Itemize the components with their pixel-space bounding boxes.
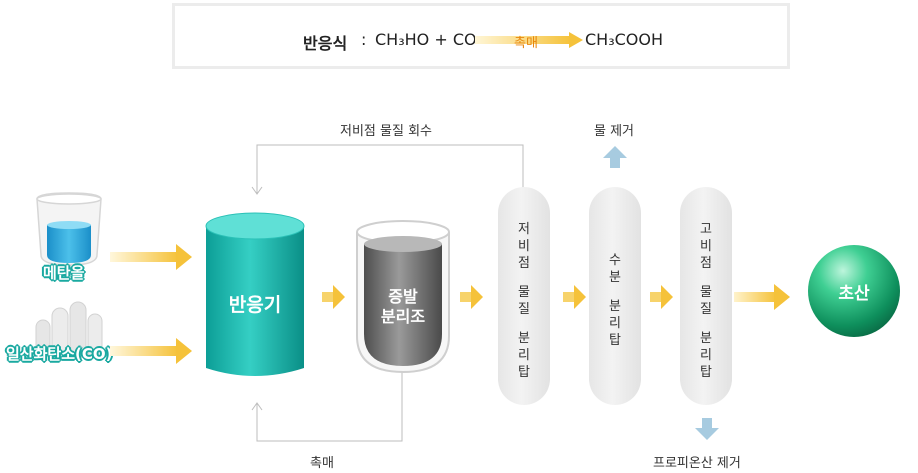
water-char-3: 분 [609, 299, 621, 314]
high-boiling-char-0: 고 [700, 222, 712, 237]
high-boiling-char-7: 분 [700, 331, 712, 346]
low-boiling-char-4: 물 [518, 285, 530, 300]
high-boiling-column-label: 고 비 점 물 질 분 리 탑 [680, 221, 732, 381]
equation-arrow-icon [475, 32, 583, 48]
equation-catalyst: 촉매 [514, 36, 538, 51]
methanol-feed-arrow-icon [110, 244, 192, 270]
low-boiling-char-1: 비 [518, 239, 530, 254]
equation-colon: : [361, 30, 367, 49]
evaporator-label-line2: 분리조 [380, 307, 426, 326]
arrow-to-water-column-icon [563, 285, 586, 309]
propionic-removal-label: 프로피온산 제거 [653, 456, 741, 471]
water-char-5: 탑 [609, 333, 621, 348]
reaction-equation-box: 반응식 : CH₃HO + CO 촉매 CH₃COOH [172, 3, 790, 69]
arrow-evaporator-to-column-icon [460, 285, 483, 309]
high-boiling-char-2: 점 [700, 256, 712, 271]
water-char-4: 리 [609, 316, 621, 331]
methanol-label: 메탄올 [43, 264, 85, 282]
low-boiling-char-7: 분 [518, 331, 530, 346]
high-boiling-char-8: 리 [700, 348, 712, 363]
co-feed-arrow-icon [110, 338, 192, 364]
water-column-label: 수 분 분 리 탑 [589, 252, 641, 349]
water-removal-arrow-icon [603, 146, 627, 168]
high-boiling-char-1: 비 [700, 239, 712, 254]
evaporator-label-line1: 증발 [388, 287, 418, 306]
acetic-acid-label: 초산 [838, 284, 870, 304]
acetic-acid-sphere-icon [808, 245, 900, 337]
low-boiling-column: 저 비 점 물 질 분 리 탑 [498, 187, 550, 405]
high-boiling-column: 고 비 점 물 질 분 리 탑 [680, 187, 732, 405]
high-boiling-char-4: 물 [700, 285, 712, 300]
co-tanks-icon [35, 301, 103, 359]
reactor-vessel [205, 212, 305, 376]
equation-product: CH₃COOH [585, 30, 664, 49]
reactor-label: 반응기 [228, 294, 282, 316]
evaporator-vessel [356, 220, 450, 374]
equation-label: 반응식 [303, 34, 348, 53]
methanol-beaker-icon [36, 192, 102, 266]
arrow-to-product-icon [734, 284, 790, 310]
evaporator-label: 증발 분리조 [355, 287, 451, 327]
high-boiling-char-9: 탑 [700, 365, 712, 380]
water-separation-column: 수 분 분 리 탑 [589, 187, 641, 405]
low-boiling-recovery-label: 저비점 물질 회수 [340, 124, 432, 139]
water-removal-label: 물 제거 [594, 124, 635, 139]
water-char-0: 수 [609, 253, 621, 268]
propionic-removal-arrow-icon [695, 418, 719, 440]
low-boiling-char-9: 탑 [518, 365, 530, 380]
carbon-monoxide-label: 일산화탄소(CO) [6, 345, 113, 363]
low-boiling-char-5: 질 [518, 302, 530, 317]
low-boiling-char-0: 저 [518, 222, 530, 237]
equation-reactants: CH₃HO + CO [375, 30, 477, 49]
low-boiling-column-label: 저 비 점 물 질 분 리 탑 [498, 221, 550, 381]
arrow-reactor-to-evaporator-icon [322, 285, 345, 309]
arrow-to-high-boiling-column-icon [650, 285, 673, 309]
water-char-1: 분 [609, 270, 621, 285]
low-boiling-char-2: 점 [518, 256, 530, 271]
high-boiling-char-5: 질 [700, 302, 712, 317]
catalyst-recycle-label: 촉매 [310, 456, 334, 471]
low-boiling-char-8: 리 [518, 348, 530, 363]
